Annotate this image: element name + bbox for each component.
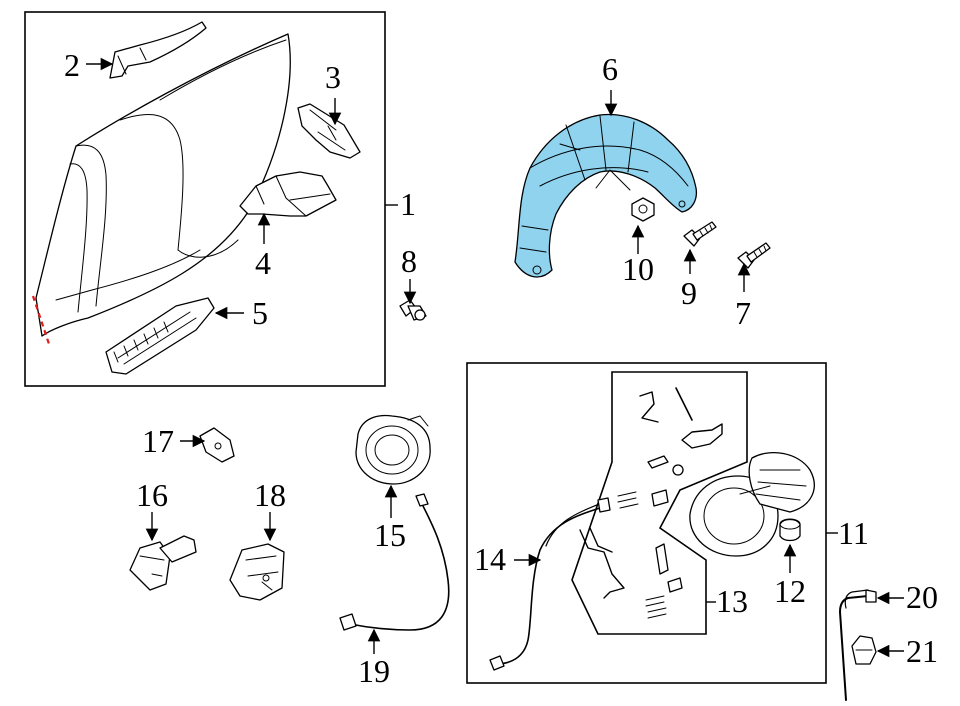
callout-5: 5 (252, 295, 268, 331)
part-19-drain-hose[interactable] (339, 493, 450, 631)
part-5-rocker-extension[interactable] (105, 297, 215, 375)
part-18-housing-bracket[interactable] (229, 543, 285, 601)
callout-19: 19 (358, 653, 390, 689)
part-21-grommet[interactable] (851, 635, 877, 665)
part-12-cap[interactable] (779, 518, 801, 542)
part-16-actuator[interactable] (129, 535, 197, 591)
wheelhouse-liner-part[interactable] (514, 113, 698, 278)
callout-13: 13 (716, 583, 748, 619)
callout-6: 6 (602, 51, 618, 87)
callout-18: 18 (254, 477, 286, 513)
callout-14: 14 (474, 541, 506, 577)
part-20-drain-tube[interactable] (839, 589, 877, 701)
callout-17: 17 (142, 423, 174, 459)
part-9-screw[interactable] (683, 221, 717, 247)
leader-arrows (86, 57, 904, 658)
callout-7: 7 (735, 295, 751, 331)
group-box-quarter-panel (24, 11, 386, 387)
group-box-fuel-door (466, 362, 827, 684)
part-8-push-clip[interactable] (399, 299, 427, 321)
part-17-clip[interactable] (199, 427, 235, 463)
quarter-panel-part[interactable] (35, 33, 291, 337)
callout-20: 20 (906, 579, 938, 615)
callout-8: 8 (401, 243, 417, 279)
part-15-filler-pocket[interactable] (355, 414, 431, 485)
callout-21: 21 (906, 633, 938, 669)
callout-3: 3 (325, 59, 341, 95)
part-2-reinforcement[interactable] (109, 21, 207, 79)
callout-4: 4 (255, 245, 271, 281)
part-14-release-cable[interactable] (489, 497, 611, 671)
callout-11: 11 (838, 515, 869, 551)
callout-15: 15 (374, 517, 406, 553)
fuel-door-assembly[interactable] (689, 452, 815, 557)
callout-2: 2 (64, 47, 80, 83)
part-3-bracket[interactable] (297, 103, 361, 159)
part-10-nut[interactable] (631, 197, 655, 222)
callout-10: 10 (622, 251, 654, 287)
part-7-screw[interactable] (737, 242, 771, 269)
callout-12: 12 (774, 573, 806, 609)
part-13-hinge-kit[interactable] (579, 387, 723, 619)
callout-16: 16 (136, 477, 168, 513)
callout-9: 9 (681, 275, 697, 311)
callout-1: 1 (400, 186, 416, 222)
